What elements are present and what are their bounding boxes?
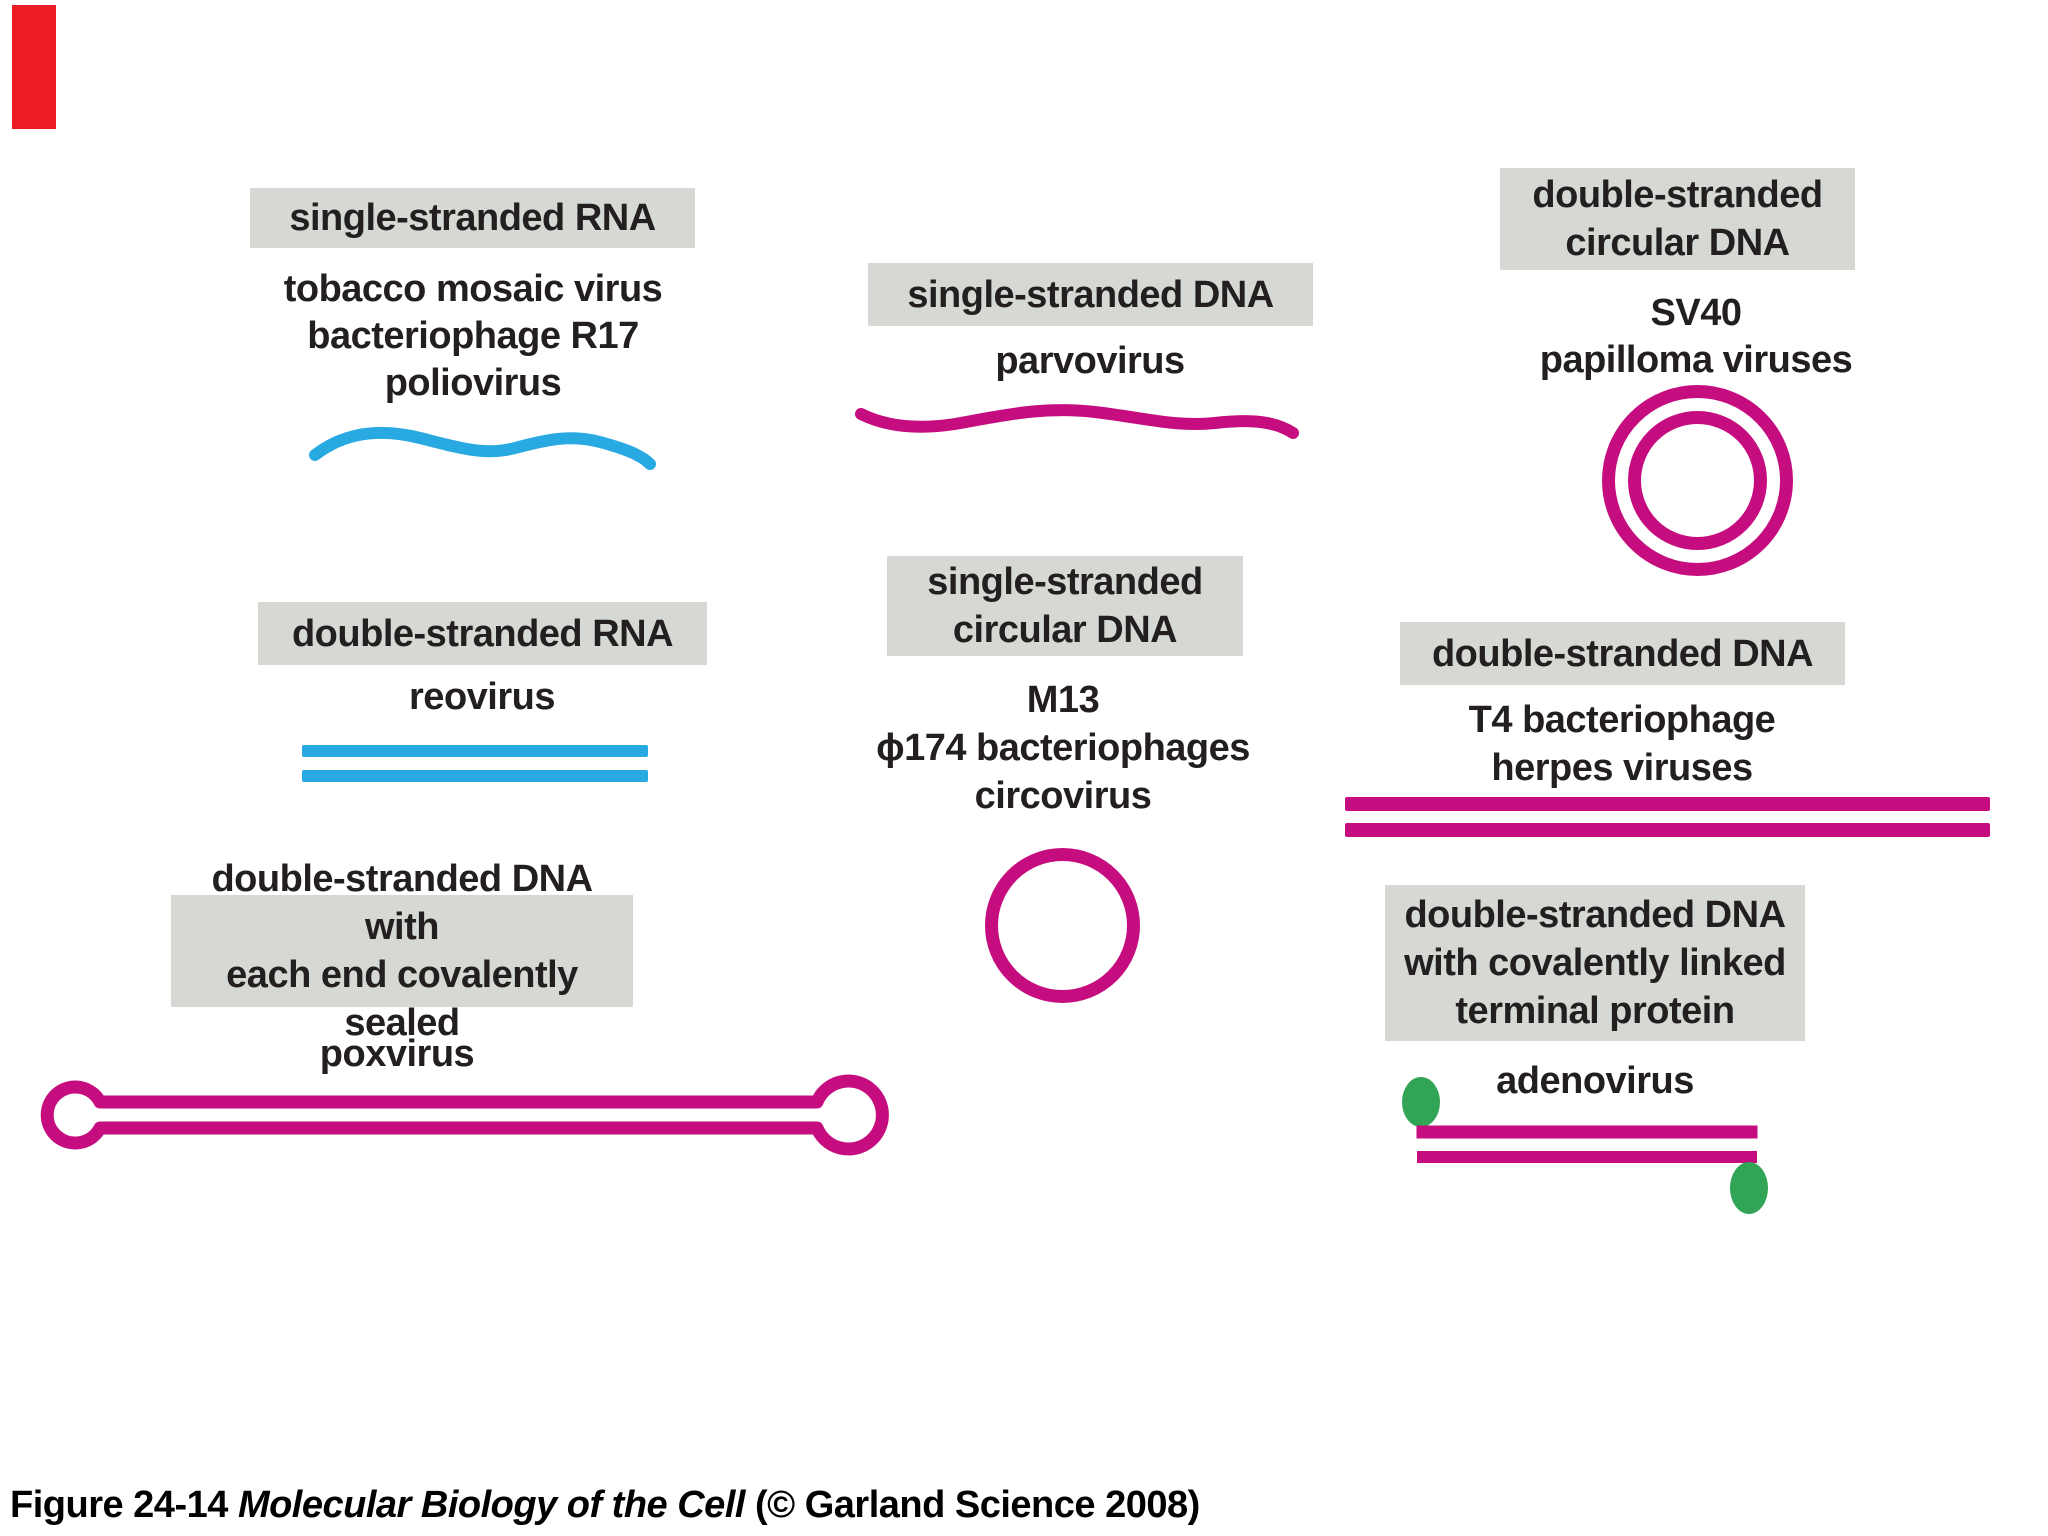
- virus-names-ds-circular-dna: SV40 papilloma viruses: [1476, 290, 1916, 384]
- label-ds-rna: double-stranded RNA: [258, 602, 707, 665]
- terminal-protein-dot-right: [1730, 1162, 1768, 1214]
- virus-name: papilloma viruses: [1539, 339, 1853, 381]
- caption-book-title: Molecular Biology of the Cell: [237, 1484, 746, 1526]
- virus-names-adenovirus: adenovirus: [1395, 1058, 1795, 1105]
- label-ss-rna: single-stranded RNA: [250, 188, 695, 248]
- terminal-protein-dot-left: [1402, 1077, 1440, 1127]
- virus-name: ϕ174 bacteriophages: [876, 727, 1250, 769]
- label-ds-dna: double-stranded DNA: [1400, 622, 1845, 685]
- label-ss-dna: single-stranded DNA: [868, 263, 1313, 326]
- ss-rna-squiggle-drawing: [309, 426, 656, 470]
- adeno-strand-top: [1416, 1125, 1758, 1139]
- adeno-strand-bottom: [1417, 1151, 1757, 1163]
- virus-names-ds-dna: T4 bacteriophage herpes viruses: [1422, 696, 1822, 792]
- virus-name: M13: [1026, 679, 1100, 721]
- ss-circular-dna-circle-drawing: [985, 848, 1140, 1003]
- ds-rna-strand-top: [302, 745, 648, 757]
- ss-dna-squiggle-drawing: [855, 404, 1299, 439]
- ds-rna-strand-bottom: [302, 770, 648, 782]
- virus-name: herpes viruses: [1491, 747, 1753, 789]
- virus-name: poliovirus: [384, 362, 562, 404]
- virus-name: parvovirus: [995, 340, 1185, 382]
- virus-name: poxvirus: [319, 1033, 475, 1075]
- virus-names-ds-rna: reovirus: [282, 674, 682, 721]
- virus-names-ss-rna: tobacco mosaic virus bacteriophage R17 p…: [193, 266, 753, 407]
- label-ss-circular-dna: single-stranded circular DNA: [887, 556, 1243, 656]
- caption-credit: (© Garland Science 2008): [755, 1484, 1200, 1526]
- adenovirus-genome-drawing: [1402, 1077, 1768, 1214]
- virus-name: circovirus: [974, 775, 1152, 817]
- virus-names-ss-dna: parvovirus: [890, 338, 1290, 385]
- ds-dna-strand-bottom: [1345, 823, 1990, 837]
- ds-dna-strand-top: [1345, 797, 1990, 811]
- virus-name: tobacco mosaic virus: [283, 268, 663, 310]
- virus-name: T4 bacteriophage: [1468, 699, 1776, 741]
- ds-circular-dna-inner-circle-drawing: [1628, 411, 1767, 550]
- poxvirus-hairpin-drawing: [40, 1074, 889, 1156]
- virus-name: SV40: [1650, 292, 1742, 334]
- virus-names-ss-circular-dna: M13 ϕ174 bacteriophages circovirus: [833, 676, 1293, 820]
- virus-names-poxvirus: poxvirus: [197, 1031, 597, 1078]
- slide-accent-red-bar: [12, 5, 56, 129]
- label-ds-circular-dna: double-stranded circular DNA: [1500, 168, 1855, 270]
- caption-figure-number: Figure 24-14: [10, 1484, 228, 1526]
- label-ds-dna-sealed: double-stranded DNA with each end covale…: [171, 858, 633, 1044]
- label-ds-dna-terminal-protein: double-stranded DNA with covalently link…: [1385, 885, 1805, 1041]
- virus-name: adenovirus: [1496, 1060, 1694, 1102]
- virus-name: reovirus: [409, 676, 555, 718]
- virus-name: bacteriophage R17: [307, 315, 639, 357]
- figure-caption: Figure 24-14 Molecular Biology of the Ce…: [10, 1482, 1200, 1528]
